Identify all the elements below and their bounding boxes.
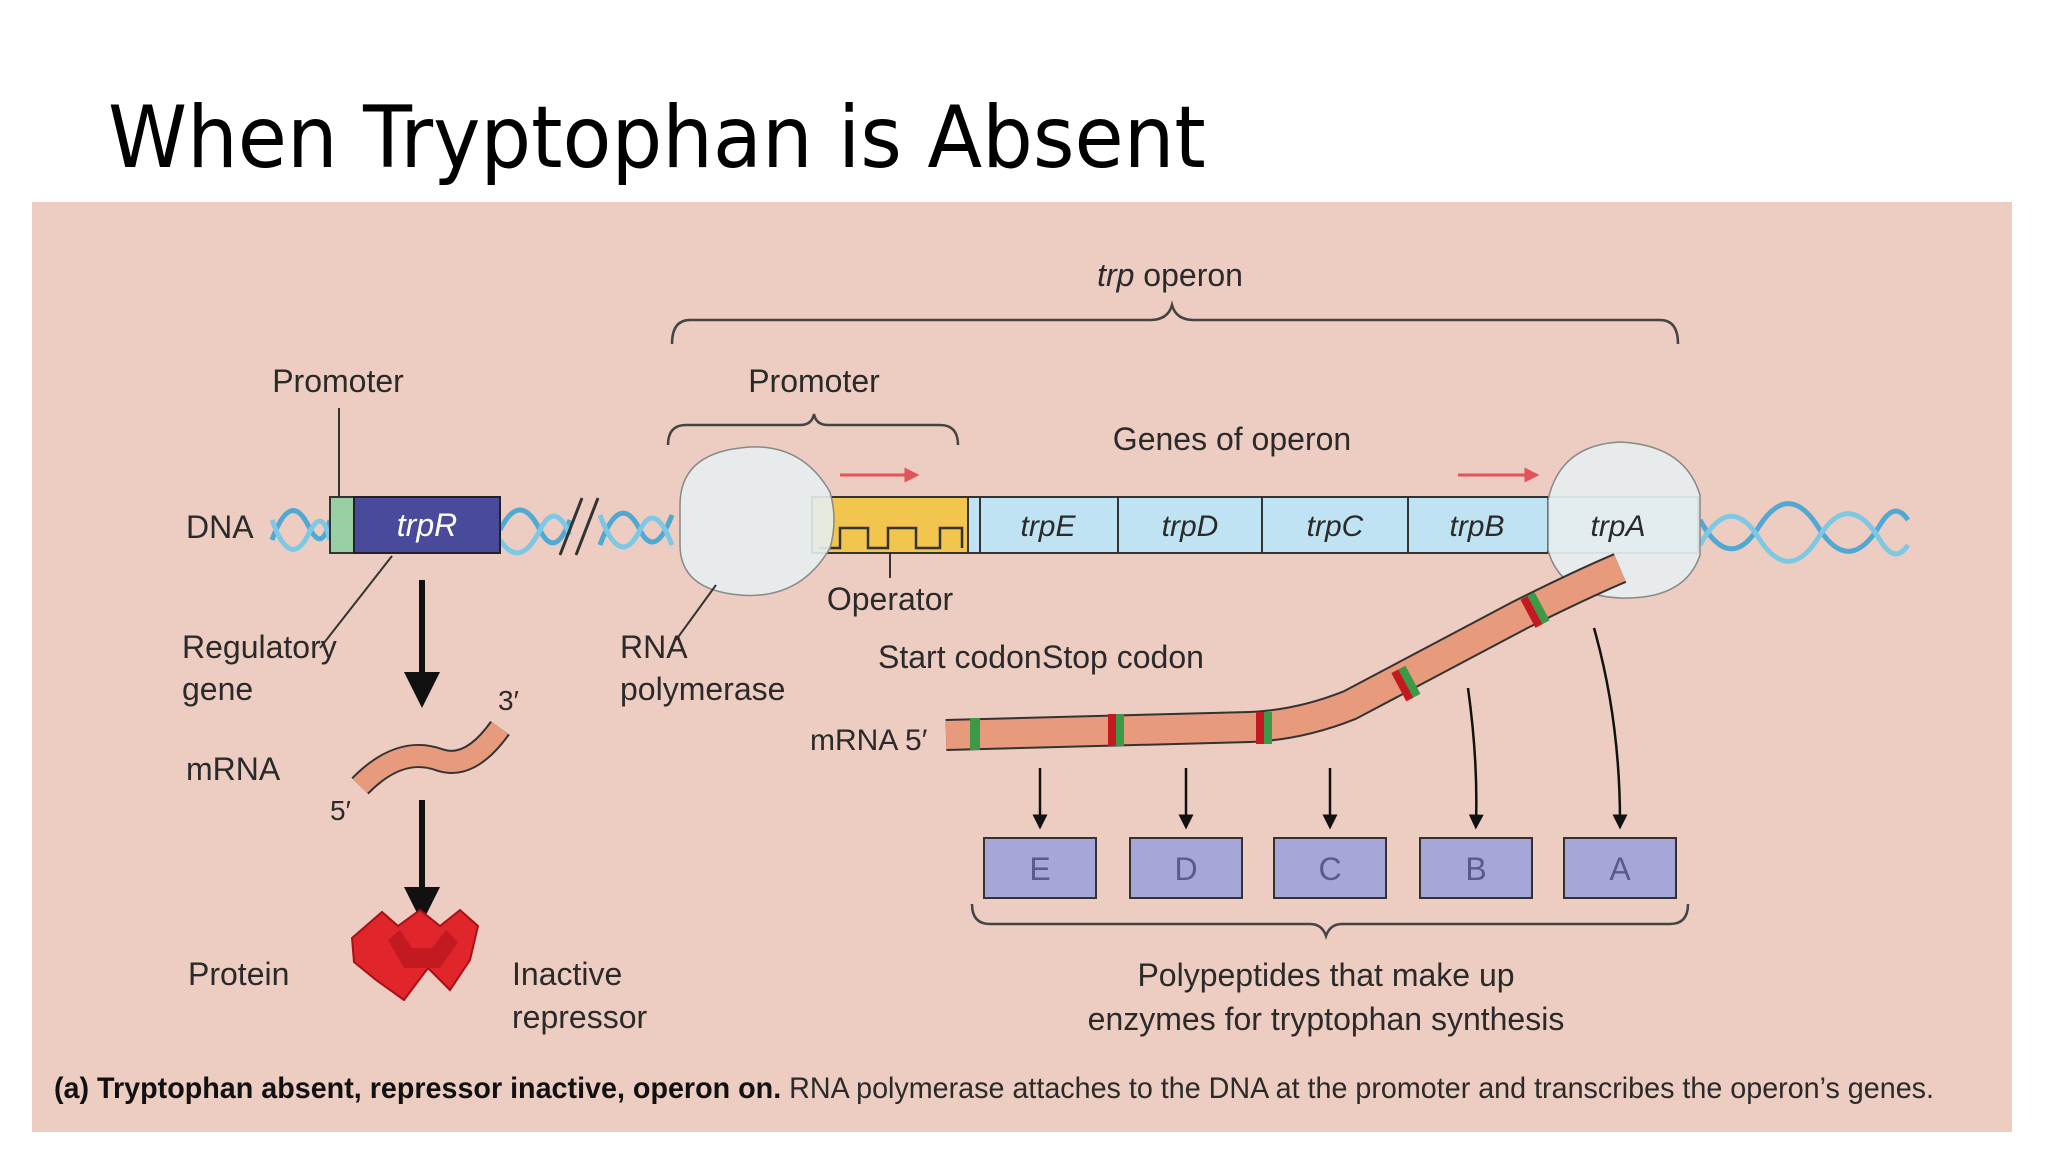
protein-label: Protein [188,956,289,992]
dna-label: DNA [186,509,254,545]
trp-operon-label: trp operon [1097,257,1243,293]
three-prime-label: 3′ [498,685,519,716]
stop-codon-label: Stop codon [1042,639,1204,675]
rna-polymerase-label-1: RNA [620,629,688,665]
repressor-inner [388,930,458,968]
figure-caption: (a) Tryptophan absent, repressor inactiv… [54,1072,1934,1105]
operator-box [811,496,969,554]
codon-marker [1256,712,1264,744]
polypeptide-B-box [1419,837,1533,899]
gene-trpD-label: trpD [1162,510,1219,543]
polypeptide-D-label: D [1174,851,1197,887]
start-codon-marker [970,718,980,750]
promoter-left-label: Promoter [272,363,404,399]
regulatory-gene-pointer [319,555,393,649]
start-codon-label: Start codon [878,639,1042,675]
polypeptides-label-1: Polypeptides that make up [1137,957,1514,993]
mrna-5-label: mRNA 5′ [810,724,928,757]
codon-marker [1264,712,1272,744]
polypeptide-C-box [1273,837,1387,899]
polypeptide-B-label: B [1465,851,1486,887]
genes-of-operon-label: Genes of operon [1113,421,1351,457]
slide-title: When Tryptophan is Absent [108,88,1206,188]
operon-mrna-fill [945,555,1626,749]
rna-polymerase-left [679,446,835,597]
arrow-to-B [1466,687,1484,830]
polypeptide-A-label: A [1609,851,1631,887]
gene-trpB-label: trpB [1449,510,1504,543]
promoter-right-brace [666,413,960,446]
dna-helix-left [269,508,333,552]
polypeptides-label-2: enzymes for tryptophan synthesis [1088,1001,1565,1037]
trp-operon-brace [670,300,1680,345]
five-prime-label: 5′ [330,795,351,826]
rna-polymerase-label-2: polymerase [620,671,785,707]
polypeptide-E-box [983,837,1097,899]
stop-codon-marker [1108,714,1116,746]
polypeptide-C-label: C [1318,851,1341,887]
mrna-left-label: mRNA [186,751,281,787]
trpR-gene-box [353,496,501,554]
codon-marker-group-1 [1391,665,1421,702]
dna-helix-right [1697,501,1911,564]
promoter-right-label: Promoter [748,363,880,399]
rna-polymerase-pointer [675,584,717,641]
regulatory-gene-label-2: gene [182,671,253,707]
inactive-repressor-label-1: Inactive [512,956,622,992]
polypeptide-E-label: E [1029,851,1050,887]
gene-trpC-label: trpC [1307,510,1364,543]
trpR-promoter-box [329,496,355,554]
polypeptides-brace [970,903,1690,940]
trpR-label: trpR [397,507,457,543]
operator-notch [818,526,964,550]
codon-marker [1116,714,1124,746]
operator-label: Operator [827,581,954,617]
gene-trpA-label: trpA [1590,510,1645,543]
trpR-mrna-fill [352,721,509,794]
polypeptide-D-box [1129,837,1243,899]
gene-trpE-label: trpE [1020,510,1076,543]
codon-marker-group-2 [1520,592,1550,628]
inactive-repressor-label-2: repressor [512,999,648,1035]
arrow-to-A [1592,627,1628,830]
dna-helix-middle [497,507,675,556]
dna-break-slashes [558,497,600,556]
polypeptide-A-box [1563,837,1677,899]
regulatory-gene-label-1: Regulatory [182,629,337,665]
diagram-panel [32,202,2012,1132]
